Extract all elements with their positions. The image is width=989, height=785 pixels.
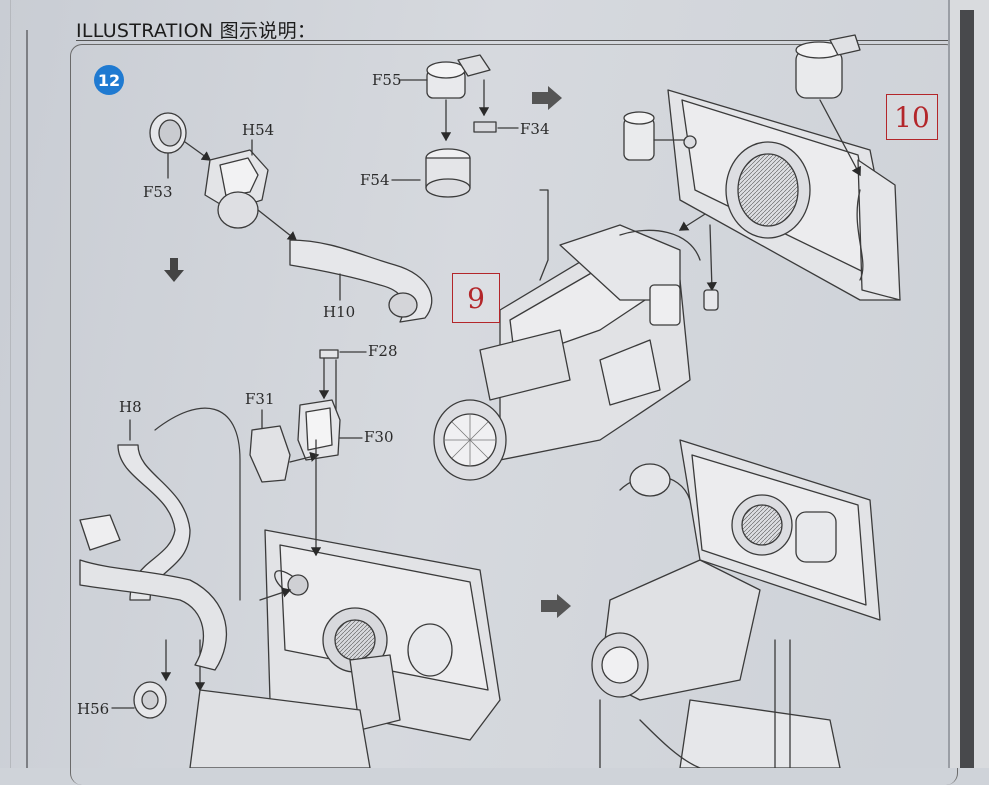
- part-f53-grommet: [149, 112, 187, 154]
- engine-assembly-middle: [433, 189, 701, 481]
- header-divider: [76, 40, 956, 41]
- label-f28: F28: [368, 342, 398, 360]
- part-f30-bracket: [297, 399, 341, 461]
- reference-step-box-10: 10: [886, 94, 938, 140]
- part-f34-clip: [473, 121, 497, 133]
- reservoir-top: [623, 111, 697, 161]
- final-assembly-bottom: [591, 439, 881, 768]
- next-page-dark-edge: [960, 10, 974, 768]
- part-h56-cap: [133, 681, 167, 719]
- part-h10-hose: [289, 239, 433, 323]
- label-h56: H56: [77, 700, 110, 718]
- part-h54-adapter: [204, 149, 269, 229]
- assembly-diagram: [79, 34, 901, 768]
- part-f54-neck: [425, 148, 471, 198]
- label-h10: H10: [323, 303, 356, 321]
- radiator-assembly-bottom: [189, 529, 501, 768]
- page-right-edge: [948, 0, 950, 768]
- label-f54: F54: [360, 171, 390, 189]
- part-f55-cap: [426, 54, 491, 99]
- expansion-tank-top: [795, 34, 861, 99]
- label-f31: F31: [245, 390, 275, 408]
- label-f30: F30: [364, 428, 394, 446]
- label-f34: F34: [520, 120, 550, 138]
- step-number-badge: 12: [94, 65, 124, 95]
- label-f53: F53: [143, 183, 173, 201]
- page-title: ILLUSTRATION 图示说明：: [76, 20, 317, 42]
- part-f28-pin: [319, 349, 339, 359]
- reference-step-box-9: 9: [452, 273, 500, 323]
- label-h8: H8: [119, 398, 142, 416]
- part-h8-hose: [117, 444, 191, 601]
- page-edge-line: [10, 0, 11, 768]
- part-f31-relay: [249, 425, 291, 483]
- label-f55: F55: [372, 71, 402, 89]
- label-h54: H54: [242, 121, 275, 139]
- binding-line: [26, 30, 28, 768]
- radiator-assembly-top: [667, 89, 901, 301]
